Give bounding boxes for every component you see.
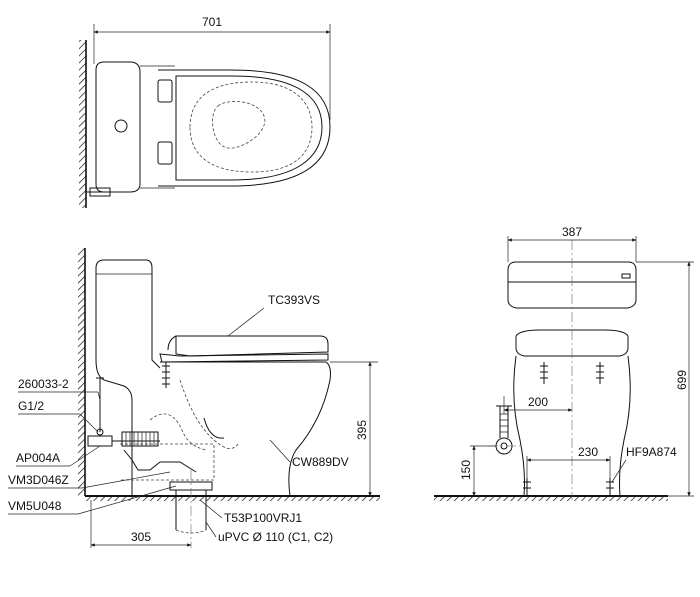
callout-flange: T53P100VRJ1	[224, 511, 302, 525]
front-view-hinge-bolt-left	[540, 362, 548, 384]
front-view-fixing-right	[606, 478, 614, 496]
dim-supply-height: 150	[459, 460, 473, 480]
dim-width-top: 701	[202, 15, 222, 29]
side-view: 305 395 TC393VS 260033-2 G1/2 AP004A VM3…	[8, 248, 380, 548]
top-view-water-area	[212, 101, 266, 149]
front-view-tank-lid	[507, 261, 637, 283]
side-view-drain-pipe	[175, 490, 207, 530]
side-view-hinge-bolt	[162, 362, 170, 388]
dim-seat-height: 395	[355, 420, 369, 440]
top-view-flush-button	[114, 119, 128, 133]
dim-outlet-offset: 305	[131, 530, 151, 544]
side-view-supply-valve	[87, 435, 113, 447]
side-view-flange	[169, 481, 213, 491]
side-view-bowl	[160, 361, 331, 497]
callout-thread: G1/2	[18, 399, 44, 413]
side-view-seat	[159, 353, 329, 363]
dim-hole-offset: 200	[528, 395, 548, 409]
callout-fixing-kit: HF9A874	[626, 445, 677, 459]
front-view-fixing-left	[523, 478, 531, 496]
callout-pipe: uPVC Ø 110 (C1, C2)	[218, 530, 333, 544]
dim-height: 699	[675, 370, 689, 390]
top-view-bowl-outline	[158, 69, 331, 187]
front-view-flush-lever	[621, 273, 631, 279]
callout-vm3d: VM3D046Z	[8, 473, 69, 487]
callout-vm5u: VM5U048	[8, 499, 62, 513]
callout-valve: AP004A	[16, 451, 60, 465]
dim-fixing-spacing: 230	[578, 445, 598, 459]
top-view: 701	[79, 15, 331, 208]
side-view-lid	[175, 335, 329, 357]
front-view-seat	[515, 329, 629, 357]
callout-260033: 260033-2	[18, 377, 69, 391]
front-view-bowl-left	[513, 355, 525, 497]
callout-bowl: CW889DV	[292, 455, 349, 469]
side-view-tank	[95, 259, 161, 369]
top-view-bowl-opening	[189, 81, 313, 173]
top-view-tank	[95, 61, 141, 193]
side-view-wall-hatch	[78, 248, 85, 496]
front-view-hinge-bolt-right	[596, 362, 604, 384]
top-view-hinge-right	[157, 141, 173, 165]
top-view-seat	[175, 75, 323, 181]
callout-seat: TC393VS	[268, 293, 320, 307]
front-view: 387 699 200 230 150 HF9A874	[434, 225, 694, 501]
dim-front-width: 387	[562, 225, 582, 239]
top-view-wall-hatch	[79, 40, 86, 208]
front-view-bowl-right	[619, 355, 631, 497]
top-view-hinge-left	[157, 79, 173, 103]
